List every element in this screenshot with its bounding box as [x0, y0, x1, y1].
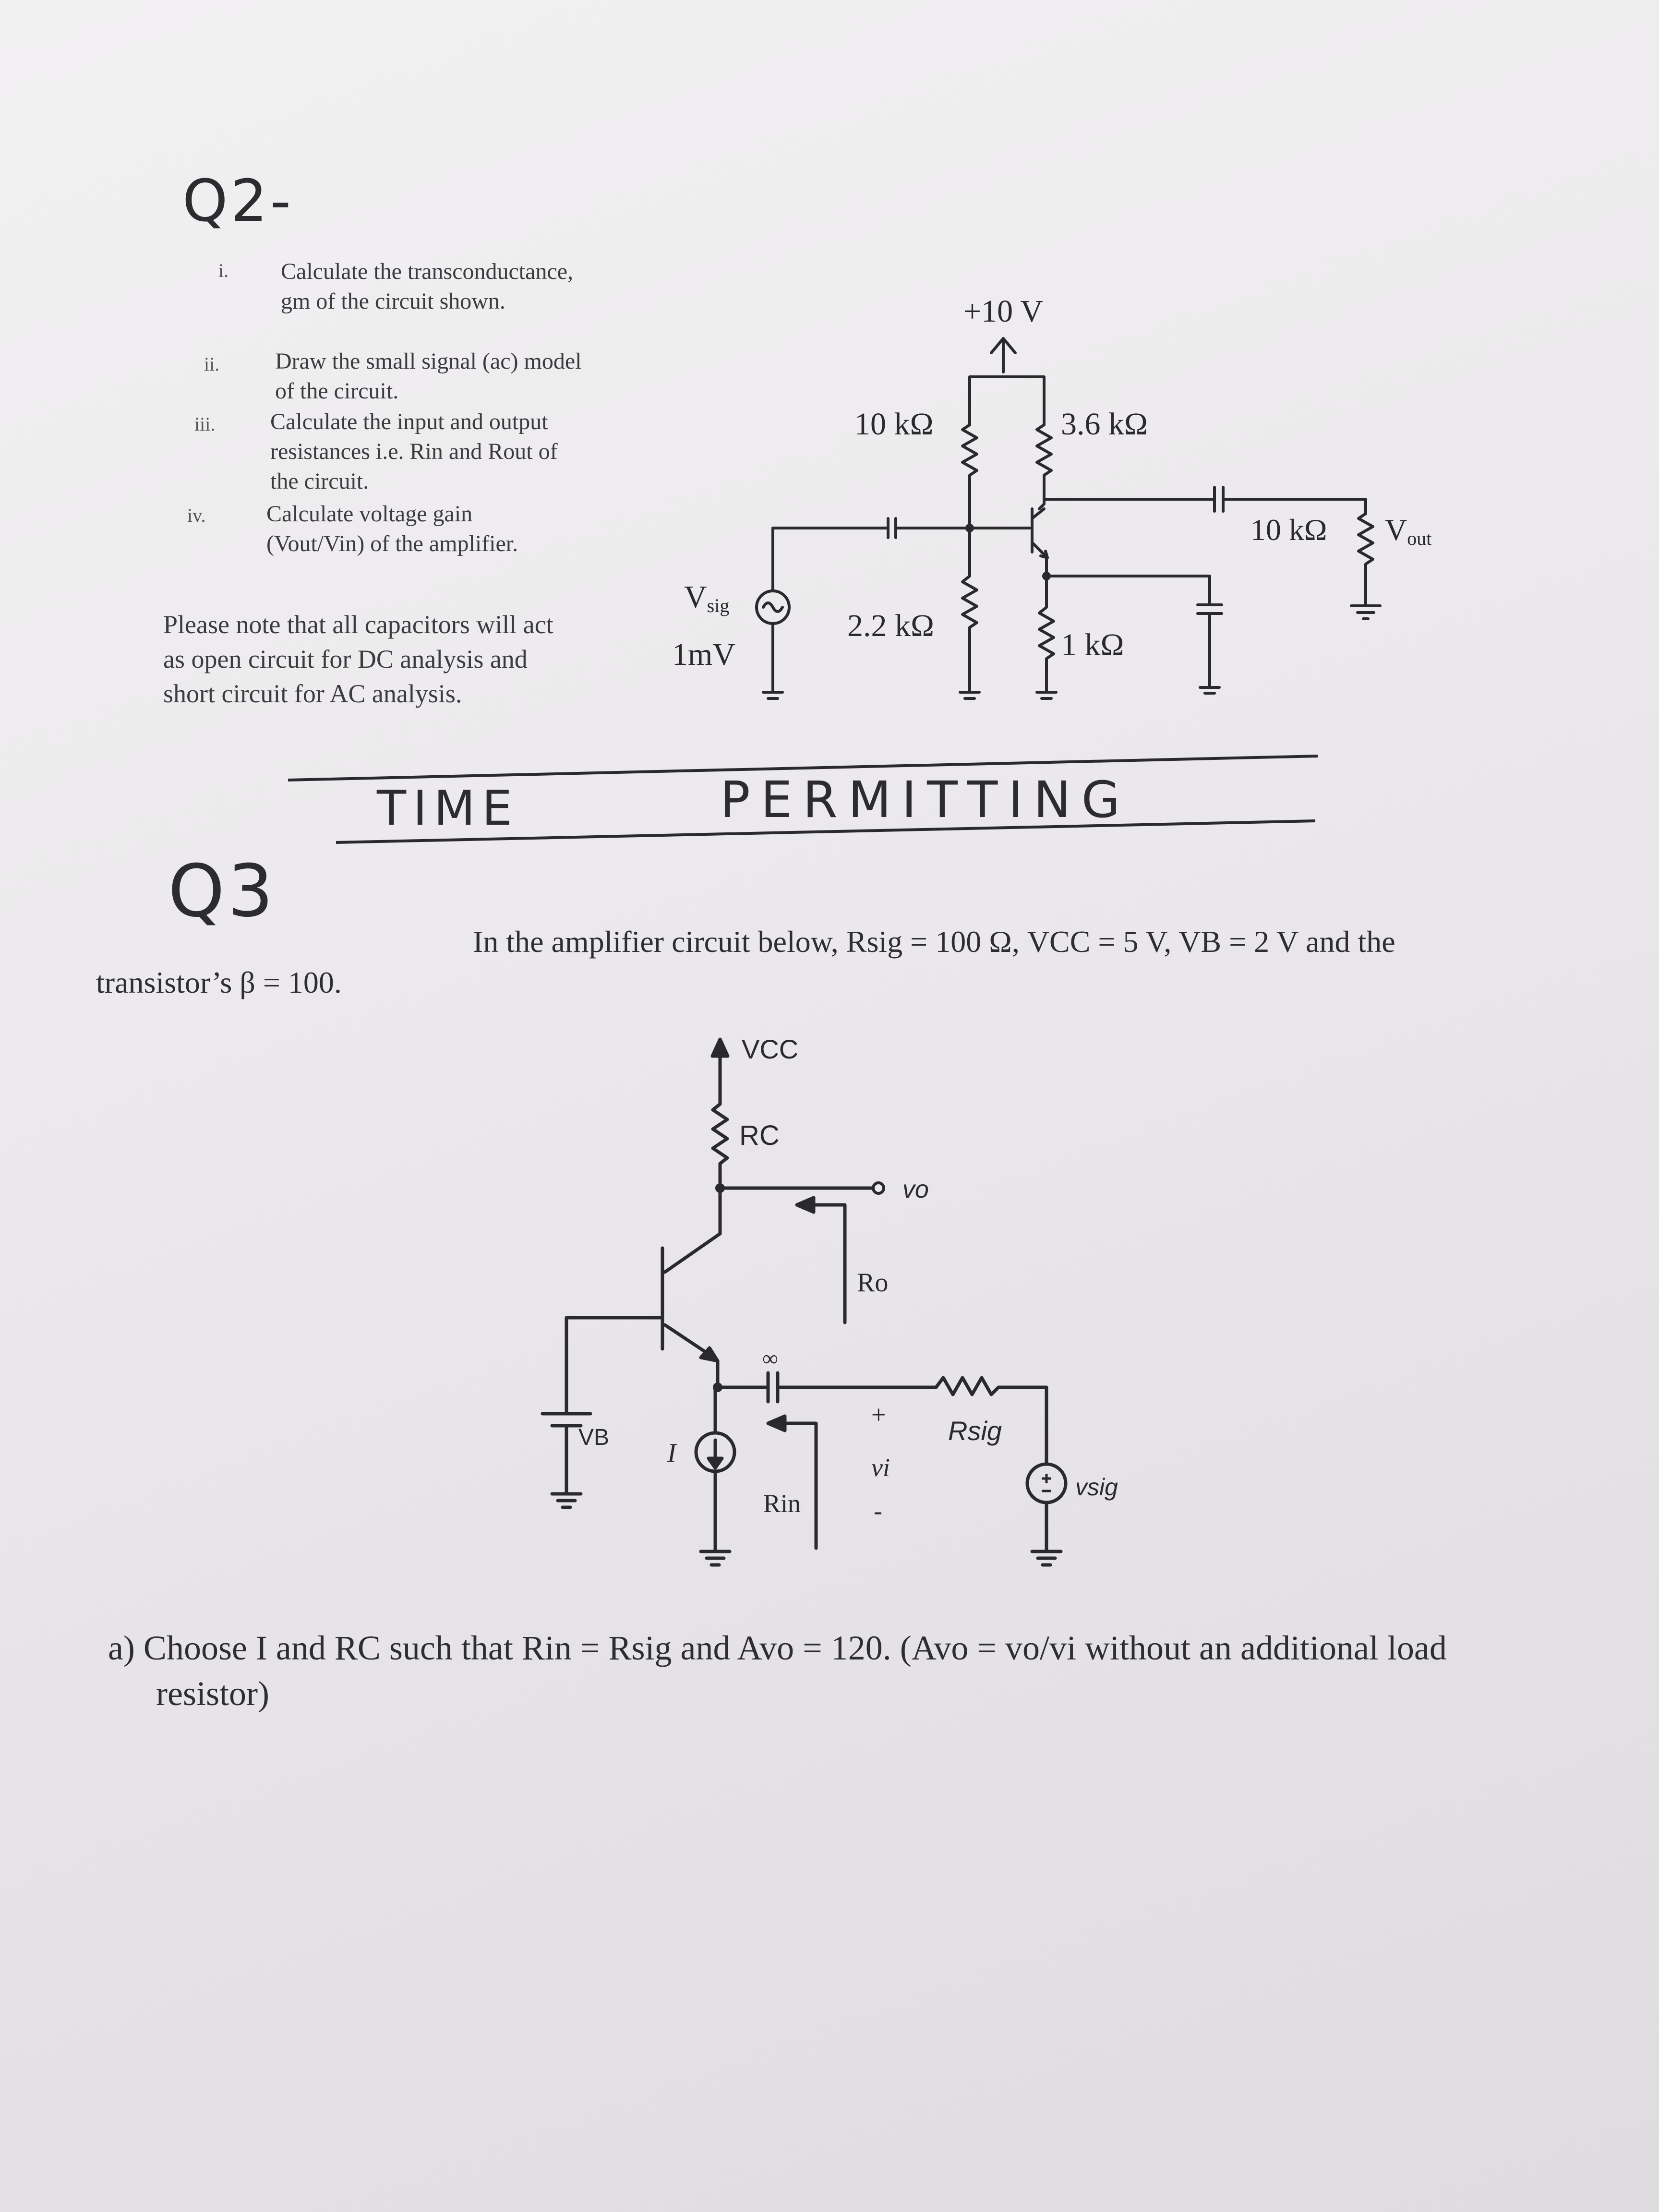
ro-indicator [809, 1203, 847, 1324]
divider-permitting: PERMITTING [720, 770, 1131, 829]
q3-part-a-line-1: a) Choose I and RC such that Rin = Rsig … [108, 1629, 1447, 1667]
vo-terminal-icon [872, 1181, 885, 1195]
q3-part-a-line-2: resistor) [156, 1674, 269, 1713]
divider-line-top [288, 755, 1318, 781]
label-rsig: Rsig [948, 1416, 1002, 1446]
transistor-emitter-lead [1031, 541, 1048, 558]
label-vcc: VCC [742, 1034, 798, 1064]
label-r-2k2: 2.2 kΩ [847, 608, 934, 643]
resistor-3k6-collector [1035, 411, 1053, 501]
label-plus: + [871, 1400, 886, 1429]
q3-statement-line-2: transistor’s β = 100. [96, 965, 342, 999]
q2-item-2-text: Draw the small signal (ac) model of the … [275, 349, 582, 404]
rin-indicator [781, 1421, 818, 1550]
label-cap-infinity: ∞ [762, 1346, 778, 1370]
label-vo: vo [902, 1176, 929, 1203]
divider-line-bottom [336, 819, 1316, 844]
divider-time: TIME [377, 780, 519, 836]
label-minus: - [874, 1496, 882, 1525]
q2-heading: Q2- [182, 168, 294, 235]
resistor-1k-emitter [1038, 575, 1055, 693]
label-vi: vi [871, 1453, 890, 1482]
label-rin: Rin [763, 1489, 801, 1518]
label-r-load: 10 kΩ [1250, 513, 1327, 547]
collector-lead [1038, 498, 1046, 510]
q2-item-4-text: Calculate voltage gain (Vout/Vin) of the… [266, 501, 518, 556]
q2-item-2-num: ii. [204, 353, 220, 375]
label-vb: VB [578, 1425, 609, 1450]
resistor-rc [711, 1088, 729, 1190]
q3-statement-line-1: In the amplifier circuit below, Rsig = 1… [473, 925, 1395, 959]
resistor-10k-top [961, 411, 978, 529]
emitter-arrow-icon [699, 1346, 720, 1363]
ro-arrow-icon [795, 1196, 816, 1214]
label-vsig-value: 1mV [672, 637, 735, 672]
label-i: I [667, 1438, 677, 1468]
label-r-1k: 1 kΩ [1061, 627, 1124, 662]
resistor-2k2-bottom [961, 527, 978, 693]
q3-heading: Q3 [168, 850, 276, 933]
label-r-3k6: 3.6 kΩ [1061, 407, 1148, 442]
label-r-10k: 10 kΩ [854, 407, 934, 442]
current-arrow-icon [707, 1456, 724, 1470]
label-vout: Vout [1385, 513, 1431, 549]
supply-rail [968, 375, 1046, 414]
q2-item-1-text: Calculate the transconductance, gm of th… [281, 259, 574, 314]
q2-item-3-text: Calculate the input and output resistanc… [270, 409, 558, 494]
label-rc: RC [739, 1120, 780, 1151]
resistor-10k-load [1357, 512, 1374, 606]
label-vsig-q3: vsig [1075, 1474, 1118, 1501]
q2-item-1-num: i. [218, 260, 229, 281]
label-supply: +10 V [963, 294, 1043, 329]
supply-arrow-head [990, 337, 1017, 354]
output-wire [1222, 498, 1367, 515]
rin-arrow-icon [766, 1414, 787, 1432]
emitter-wire [1045, 555, 1211, 606]
q2-capacitor-note: Please note that all capacitors will act… [163, 610, 553, 708]
vcc-arrow-icon [710, 1037, 730, 1058]
sine-icon [762, 601, 784, 613]
q2-item-4-num: iv. [187, 505, 206, 526]
label-ro: Ro [857, 1268, 888, 1298]
q2-item-3-num: iii. [194, 413, 216, 435]
label-vsig: Vsig [684, 579, 729, 616]
